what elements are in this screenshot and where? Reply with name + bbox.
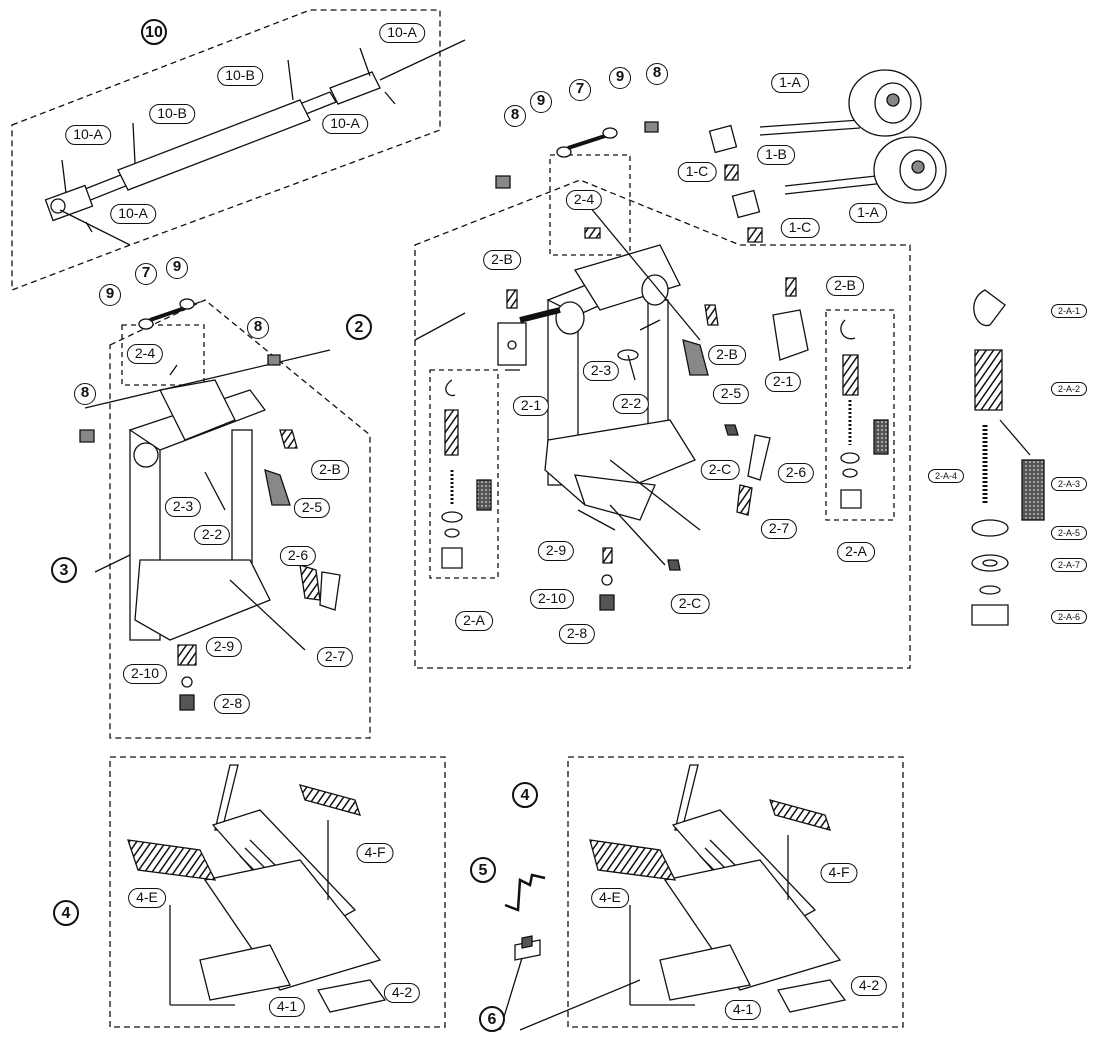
callout-2-a-4: 2-A-4 <box>927 469 965 483</box>
callout-10b-top: 10-B <box>217 66 263 86</box>
callout-4-1-left: 4-1 <box>268 997 306 1017</box>
callout-5: 5 <box>470 857 496 883</box>
callout-2-8-left: 2-8 <box>213 694 251 714</box>
callout-2-3-left: 2-3 <box>164 497 202 517</box>
callout-2-1-left: 2-1 <box>512 396 550 416</box>
callout-1-a-top: 1-A <box>771 73 809 93</box>
callout-2-9-left: 2-9 <box>205 637 243 657</box>
callout-2-b-right-a: 2-B <box>483 250 521 270</box>
callout-2-5-right: 2-5 <box>712 384 750 404</box>
callout-10a-top: 10-A <box>379 23 425 43</box>
callout-10: 10 <box>141 19 167 45</box>
callout-7-right: 7 <box>569 79 591 101</box>
group-outline-2a-right <box>825 309 895 521</box>
callout-7-left: 7 <box>135 263 157 285</box>
callout-2-c-right-a: 2-C <box>700 460 740 480</box>
callout-2-a-6: 2-A-6 <box>1050 610 1088 624</box>
callout-3: 3 <box>51 557 77 583</box>
callout-4-2-right: 4-2 <box>850 976 888 996</box>
callout-2-a-3: 2-A-3 <box>1050 477 1088 491</box>
group-outline-2a-left <box>429 369 499 579</box>
callout-2-a-7: 2-A-7 <box>1050 558 1088 572</box>
callout-2-b-right-c: 2-B <box>708 345 746 365</box>
callout-6: 6 <box>479 1006 505 1032</box>
callout-10a-bottom: 10-A <box>110 204 156 224</box>
callout-9-right-a: 9 <box>530 91 552 113</box>
callout-2-9-right: 2-9 <box>537 541 575 561</box>
group-outline-4-left <box>109 756 446 1028</box>
part-7-8-9-hardware <box>79 121 659 443</box>
callout-2-a-right: 2-A <box>837 542 875 562</box>
callout-2-2-right: 2-2 <box>612 394 650 414</box>
callout-8-left-a: 8 <box>247 317 269 339</box>
callout-2-a-5: 2-A-5 <box>1050 526 1088 540</box>
part-4-pedal-left <box>127 764 387 1013</box>
callout-1-a-bottom: 1-A <box>849 203 887 223</box>
callout-9-left-a: 9 <box>166 257 188 279</box>
callout-4-f-right: 4-F <box>820 863 858 883</box>
callout-2-8-right: 2-8 <box>558 624 596 644</box>
part-6-clip <box>499 935 641 1031</box>
callout-4-e-right: 4-E <box>591 888 629 908</box>
part-1-a-beaters <box>708 69 947 243</box>
callout-10a-right: 10-A <box>322 114 368 134</box>
callout-9-right-b: 9 <box>609 67 631 89</box>
part-3-frame <box>84 301 341 711</box>
callout-2-4-right: 2-4 <box>565 190 603 210</box>
callout-4-2-left: 4-2 <box>383 983 421 1003</box>
callout-2-10-left: 2-10 <box>122 664 168 684</box>
callout-8-right-b: 8 <box>504 105 526 127</box>
callout-9-left-b: 9 <box>99 284 121 306</box>
callout-4-f-left: 4-F <box>356 843 394 863</box>
callout-2-4-left: 2-4 <box>126 344 164 364</box>
callout-1-b-top: 1-B <box>757 145 795 165</box>
callout-2-2-left: 2-2 <box>193 525 231 545</box>
callout-2-3-right: 2-3 <box>582 361 620 381</box>
callout-2-10-right: 2-10 <box>529 589 575 609</box>
callout-8-left-b: 8 <box>74 383 96 405</box>
callout-2-6-right: 2-6 <box>777 463 815 483</box>
part-4-pedal-right <box>589 764 847 1013</box>
part-2-1-right <box>772 277 889 509</box>
part-2-frame <box>414 194 771 611</box>
group-outline-2 <box>414 179 911 669</box>
part-2-a-exploded <box>971 289 1045 626</box>
callout-2-a-left: 2-A <box>455 611 493 631</box>
callout-2-a-2: 2-A-2 <box>1050 382 1088 396</box>
callout-2-b-right-b: 2-B <box>826 276 864 296</box>
callout-2-5-left: 2-5 <box>293 498 331 518</box>
callout-2-7-right: 2-7 <box>760 519 798 539</box>
callout-8-right-a: 8 <box>646 63 668 85</box>
part-10-shaft <box>44 39 466 246</box>
callout-4-middle: 4 <box>512 782 538 808</box>
callout-2: 2 <box>346 314 372 340</box>
part-2-1-left <box>441 289 527 569</box>
callout-1-c-top: 1-C <box>677 162 717 182</box>
callout-2-1-right: 2-1 <box>764 372 802 392</box>
callout-2-7-left: 2-7 <box>316 647 354 667</box>
group-outline-4-right <box>567 756 904 1028</box>
callout-1-c-bottom: 1-C <box>780 218 820 238</box>
callout-4-e-left: 4-E <box>128 888 166 908</box>
callout-10a-left: 10-A <box>65 125 111 145</box>
callout-2-6-left: 2-6 <box>279 546 317 566</box>
callout-2-a-1: 2-A-1 <box>1050 304 1088 318</box>
callout-10b-mid: 10-B <box>149 104 195 124</box>
callout-2-c-right-b: 2-C <box>670 594 710 614</box>
part-5-key <box>504 873 546 912</box>
callout-2-b-left: 2-B <box>311 460 349 480</box>
callout-4-1-right: 4-1 <box>724 1000 762 1020</box>
callout-4-left: 4 <box>53 900 79 926</box>
